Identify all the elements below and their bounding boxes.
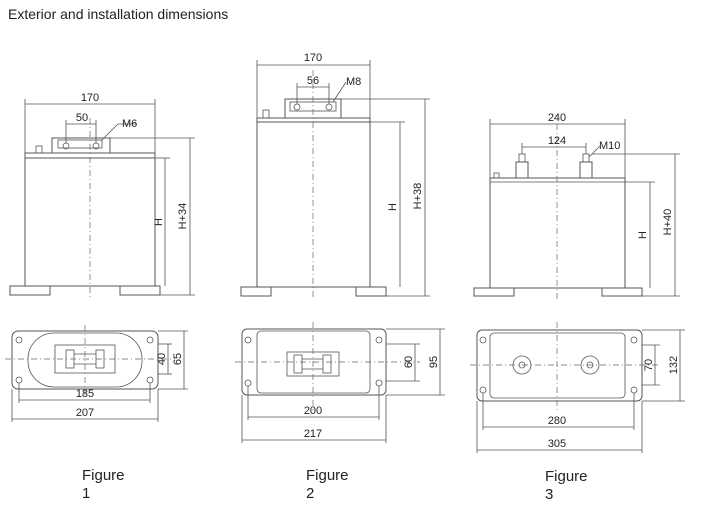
figure-3-side-view — [473, 119, 680, 300]
figure-3-caption-number: 3 — [545, 486, 554, 503]
page-title: Exterior and installation dimensions — [8, 6, 229, 22]
fig2-inner-height-label: 60 — [403, 356, 415, 368]
figure-1-caption: Figure 1 — [82, 467, 125, 503]
figure-3-caption-word: Figure — [545, 468, 588, 485]
figure-1-side-view — [9, 99, 195, 298]
fig2-hole-spacing-label: 200 — [304, 405, 322, 417]
fig1-width-label: 170 — [81, 92, 99, 104]
fig3-inner-height-label: 70 — [643, 359, 655, 371]
fig3-outer-height-label: 132 — [668, 356, 680, 374]
fig2-thread-label: M8 — [346, 76, 361, 88]
fig2-outer-height-label: 95 — [428, 356, 440, 368]
figure-2-plan-view — [235, 322, 445, 443]
figure-3-plan-view — [470, 322, 685, 453]
fig3-thread-label: M10 — [599, 140, 620, 152]
figure-1-caption-word: Figure — [82, 467, 125, 484]
fig3-length-label: 305 — [548, 438, 566, 450]
fig3-total-height-label: H+40 — [662, 209, 674, 236]
fig3-width-label: 240 — [548, 112, 566, 124]
fig2-terminal-spacing-label: 56 — [307, 75, 319, 87]
figure-1-caption-number: 1 — [82, 485, 91, 502]
fig1-height-label: H — [153, 218, 165, 226]
fig2-total-height-label: H+38 — [412, 183, 424, 210]
fig2-height-label: H — [387, 203, 399, 211]
figure-2-side-view — [240, 60, 430, 300]
fig3-height-label: H — [637, 231, 649, 239]
fig2-length-label: 217 — [304, 428, 322, 440]
figure-2-caption: Figure 2 — [306, 467, 349, 503]
fig1-thread-label: M6 — [122, 118, 137, 130]
fig3-terminal-spacing-label: 124 — [548, 135, 566, 147]
figure-2-caption-number: 2 — [306, 485, 315, 502]
fig3-hole-spacing-label: 280 — [548, 415, 566, 427]
fig1-outer-height-label: 65 — [172, 353, 184, 365]
fig2-width-label: 170 — [304, 52, 322, 64]
fig1-hole-spacing-label: 185 — [76, 388, 94, 400]
fig1-length-label: 207 — [76, 407, 94, 419]
figure-1-plan-view — [5, 325, 188, 422]
figure-3-caption: Figure 3 — [545, 468, 588, 504]
fig1-total-height-label: H+34 — [177, 203, 189, 230]
fig1-inner-height-label: 40 — [156, 353, 168, 365]
figure-2-caption-word: Figure — [306, 467, 349, 484]
fig1-terminal-spacing-label: 50 — [76, 112, 88, 124]
